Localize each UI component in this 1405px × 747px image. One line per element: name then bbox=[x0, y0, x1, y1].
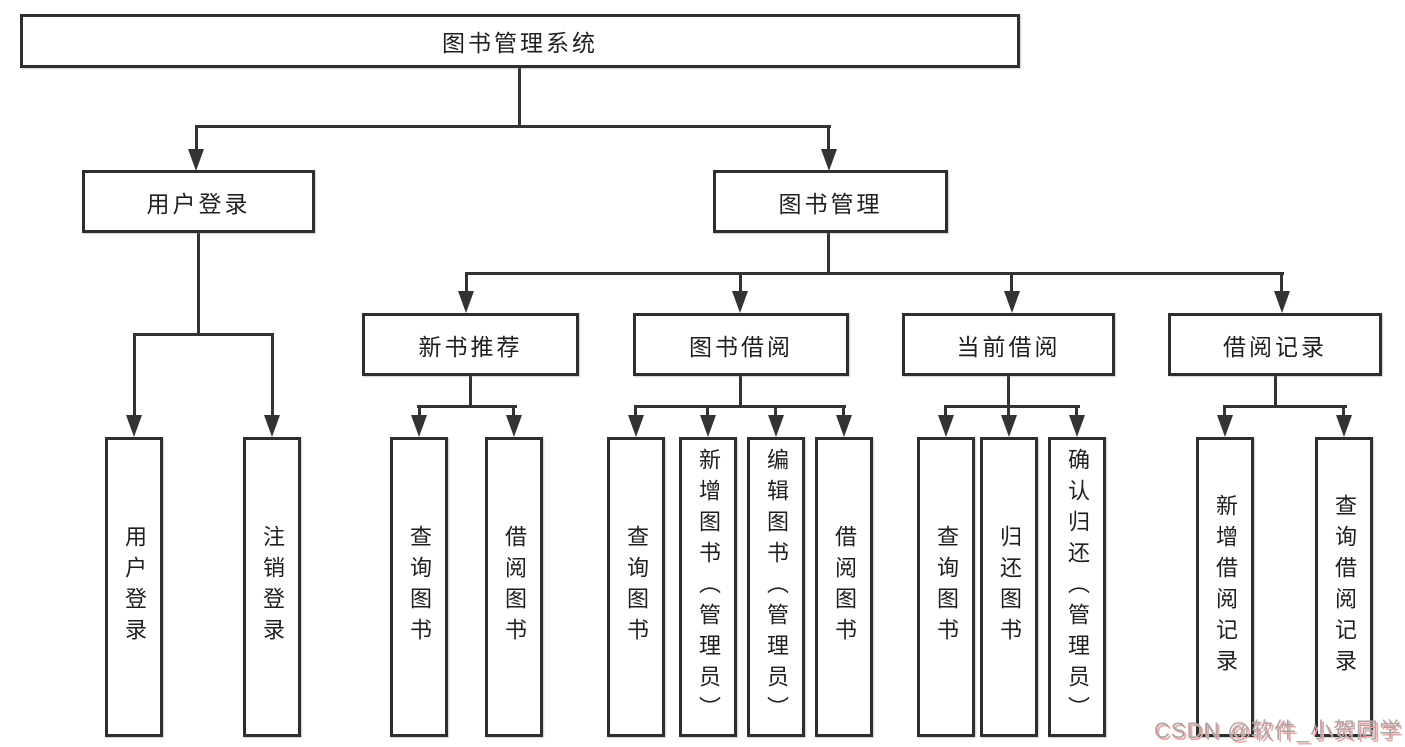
arrow-down-icon bbox=[411, 415, 427, 437]
arrow-down-icon bbox=[188, 149, 204, 171]
connector-line bbox=[634, 405, 637, 419]
connector-line bbox=[1223, 405, 1226, 419]
connector-line bbox=[1007, 405, 1010, 419]
leaf-label: 新增借阅记录 bbox=[1213, 494, 1238, 680]
leaf-label: 新增图书（管理员） bbox=[696, 447, 721, 727]
arrow-down-icon bbox=[1274, 291, 1290, 313]
leaf-query-borrow-record: 查询借阅记录 bbox=[1315, 437, 1373, 737]
connector-line bbox=[133, 333, 136, 417]
arrow-down-icon bbox=[1217, 415, 1233, 437]
leaf-label: 编辑图书（管理员） bbox=[764, 447, 789, 727]
connector-line bbox=[512, 405, 515, 419]
node-label: 新书推荐 bbox=[418, 333, 523, 360]
leaf-add-book-admin: 新增图书（管理员） bbox=[679, 437, 737, 737]
connector-line bbox=[197, 233, 200, 336]
connector-line bbox=[271, 333, 274, 417]
leaf-query-books-current: 查询图书 bbox=[917, 437, 975, 737]
arrow-down-icon bbox=[506, 415, 522, 437]
node-borrowing-records: 借阅记录 bbox=[1168, 313, 1382, 376]
leaf-label: 查询图书 bbox=[934, 525, 959, 649]
csdn-watermark: CSDN @软件_小贺同学 bbox=[1153, 718, 1402, 743]
connector-line bbox=[418, 405, 421, 419]
arrow-down-icon bbox=[628, 415, 644, 437]
connector-line bbox=[465, 272, 468, 293]
arrow-down-icon bbox=[938, 415, 954, 437]
leaf-logout: 注销登录 bbox=[243, 437, 301, 737]
node-library-system-root: 图书管理系统 bbox=[20, 14, 1020, 68]
connector-line bbox=[739, 272, 742, 293]
connector-line bbox=[195, 125, 198, 151]
leaf-label: 归还图书 bbox=[997, 525, 1022, 649]
arrow-down-icon bbox=[1001, 415, 1017, 437]
leaf-label: 用户登录 bbox=[122, 525, 147, 649]
node-current-borrowing: 当前借阅 bbox=[902, 313, 1115, 376]
connector-line bbox=[706, 405, 709, 419]
connector-line bbox=[944, 405, 1080, 408]
node-new-book-recommendation: 新书推荐 bbox=[362, 313, 579, 376]
connector-line bbox=[827, 233, 830, 275]
node-label: 当前借阅 bbox=[956, 333, 1061, 360]
arrow-down-icon bbox=[458, 291, 474, 313]
node-book-borrowing: 图书借阅 bbox=[633, 313, 849, 376]
connector-line bbox=[518, 68, 521, 128]
connector-line bbox=[827, 125, 830, 151]
connector-line bbox=[1274, 376, 1277, 407]
leaf-label: 查询图书 bbox=[407, 525, 432, 649]
connector-line bbox=[417, 405, 517, 408]
leaf-user-login: 用户登录 bbox=[105, 437, 163, 737]
connector-line bbox=[1075, 405, 1078, 419]
connector-line bbox=[469, 376, 472, 407]
leaf-edit-book-admin: 编辑图书（管理员） bbox=[747, 437, 805, 737]
leaf-label: 查询图书 bbox=[624, 525, 649, 649]
leaf-label: 查询借阅记录 bbox=[1332, 494, 1357, 680]
connector-line bbox=[1223, 405, 1347, 408]
connector-line bbox=[195, 125, 831, 128]
connector-line bbox=[1007, 376, 1010, 407]
connector-line bbox=[1010, 272, 1013, 293]
connector-line bbox=[774, 405, 777, 419]
leaf-borrow-books: 借阅图书 bbox=[815, 437, 873, 737]
node-label: 图书借阅 bbox=[689, 333, 793, 360]
leaf-add-borrow-record: 新增借阅记录 bbox=[1196, 437, 1254, 737]
connector-line bbox=[465, 272, 1284, 275]
arrow-down-icon bbox=[700, 415, 716, 437]
connector-line bbox=[634, 405, 846, 408]
leaf-return-book: 归还图书 bbox=[980, 437, 1038, 737]
leaf-borrow-books-recommend: 借阅图书 bbox=[485, 437, 543, 737]
connector-line bbox=[1280, 272, 1283, 293]
connector-line bbox=[1342, 405, 1345, 419]
node-label: 图书管理系统 bbox=[442, 30, 598, 56]
arrow-down-icon bbox=[836, 415, 852, 437]
node-label: 图书管理 bbox=[778, 190, 883, 217]
leaf-label: 注销登录 bbox=[260, 525, 285, 649]
node-label: 用户登录 bbox=[146, 190, 251, 217]
node-label: 借阅记录 bbox=[1223, 333, 1327, 360]
node-user-login: 用户登录 bbox=[82, 170, 315, 233]
leaf-query-books-borrow: 查询图书 bbox=[607, 437, 665, 737]
leaf-label: 确认归还（管理员） bbox=[1065, 447, 1090, 727]
leaf-label: 借阅图书 bbox=[502, 525, 527, 649]
arrow-down-icon bbox=[821, 149, 837, 171]
arrow-down-icon bbox=[732, 291, 748, 313]
arrow-down-icon bbox=[264, 415, 280, 437]
node-book-management: 图书管理 bbox=[713, 170, 948, 233]
arrow-down-icon bbox=[1004, 291, 1020, 313]
arrow-down-icon bbox=[1336, 415, 1352, 437]
arrow-down-icon bbox=[1069, 415, 1085, 437]
connector-line bbox=[842, 405, 845, 419]
leaf-confirm-return-admin: 确认归还（管理员） bbox=[1048, 437, 1106, 737]
leaf-query-books-recommend: 查询图书 bbox=[390, 437, 448, 737]
connector-line bbox=[133, 333, 274, 336]
leaf-label: 借阅图书 bbox=[832, 525, 857, 649]
arrow-down-icon bbox=[768, 415, 784, 437]
connector-line bbox=[944, 405, 947, 419]
arrow-down-icon bbox=[126, 415, 142, 437]
connector-line bbox=[739, 376, 742, 407]
